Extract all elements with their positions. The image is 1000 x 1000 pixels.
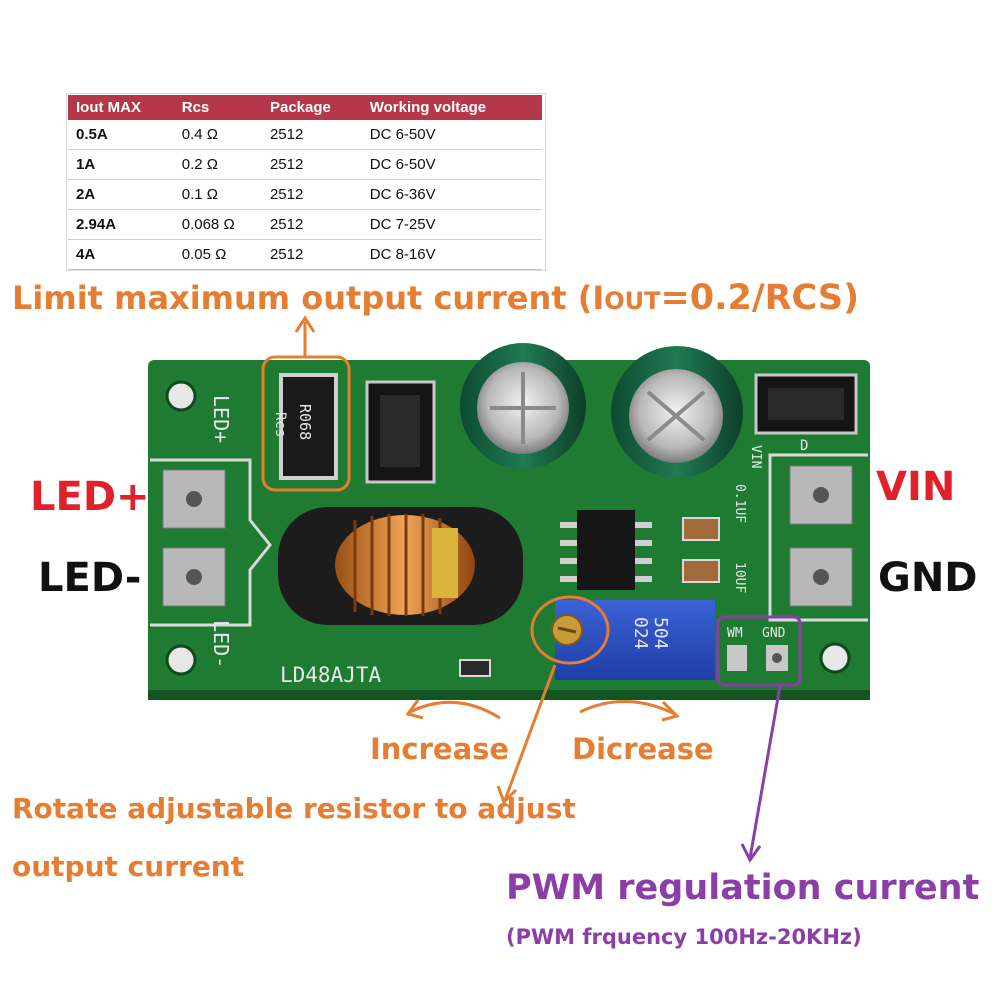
decrease-arrow-head <box>661 700 680 722</box>
gnd-pad-hole <box>813 569 829 585</box>
led-minus-pad-hole <box>186 569 202 585</box>
mounting-hole <box>819 642 851 674</box>
diode-right-band <box>768 388 844 420</box>
led-minus-label: LED- <box>38 555 142 601</box>
header-working-voltage: Working voltage <box>361 95 542 120</box>
rotate-resistor-line2: output current <box>12 850 245 883</box>
spec-table-header-row: Iout MAX Rcs Package Working voltage <box>68 95 542 120</box>
silk-diode: D <box>800 438 808 454</box>
decrease-arrow <box>579 700 676 716</box>
pcb-board-edge <box>148 690 870 700</box>
pwm-callout-box <box>716 615 802 687</box>
limit-current-suffix: =0.2/RCS) <box>660 278 860 318</box>
gnd-label: GND <box>878 555 978 601</box>
cell-voltage: DC 6-36V <box>361 179 542 210</box>
spec-table: Iout MAX Rcs Package Working voltage 0.5… <box>68 95 542 270</box>
rcs-resistor-body <box>279 373 338 480</box>
table-row: 2.94A 0.068 Ω 2512 DC 7-25V <box>68 209 542 240</box>
cell-voltage: DC 6-50V <box>361 149 542 180</box>
ic-pins <box>560 522 652 582</box>
pot-marking-2: 024 <box>630 617 651 650</box>
ic-chip <box>577 510 635 590</box>
silk-pwm: WM <box>727 626 743 641</box>
cell-iout: 1A <box>68 149 174 180</box>
inductor-coils <box>353 514 442 616</box>
cell-iout: 2.94A <box>68 209 174 240</box>
pot-arrow <box>503 664 557 801</box>
header-package: Package <box>261 95 362 120</box>
smd-capacitor <box>682 517 720 541</box>
inductor-tape <box>432 528 458 598</box>
smd-led <box>459 659 491 677</box>
silk-rcs: Rcs <box>272 412 288 437</box>
cell-package: 2512 <box>261 239 362 270</box>
silk-outline-right <box>768 453 868 622</box>
pot-callout-circle <box>530 595 610 665</box>
cell-voltage: DC 8-16V <box>361 239 542 270</box>
silk-led-plus: LED+ <box>209 395 233 443</box>
limit-current-prefix: Limit maximum output current (I <box>12 279 605 317</box>
cell-iout: 4A <box>68 239 174 270</box>
silk-vin: VIN <box>748 445 763 468</box>
cell-rcs: 0.4 Ω <box>173 120 262 150</box>
cell-package: 2512 <box>261 179 362 210</box>
potentiometer-body <box>555 600 715 680</box>
pwm-title: PWM regulation current <box>506 868 980 908</box>
gnd-header-hole <box>772 653 782 663</box>
table-row: 2A 0.1 Ω 2512 DC 6-36V <box>68 179 542 210</box>
silk-gnd: GND <box>762 626 786 641</box>
vin-pad-hole <box>813 487 829 503</box>
silk-led-minus: LED- <box>209 620 233 668</box>
table-row: 1A 0.2 Ω 2512 DC 6-50V <box>68 149 542 180</box>
limit-current-callout: Limit maximum output current (IOUT=0.2/R… <box>12 278 859 318</box>
vin-label: VIN <box>876 464 956 510</box>
silk-cap-1: 0.1UF <box>732 484 747 523</box>
spec-table-frame <box>66 93 546 271</box>
table-row: 0.5A 0.4 Ω 2512 DC 6-50V <box>68 120 542 150</box>
cell-rcs: 0.05 Ω <box>173 239 262 270</box>
pwm-arrow-head <box>740 843 762 863</box>
table-row: 4A 0.05 Ω 2512 DC 8-16V <box>68 239 542 270</box>
increase-label: Increase <box>370 732 510 766</box>
potentiometer-slot <box>557 626 577 634</box>
pwm-pad <box>727 645 747 671</box>
header-iout-max: Iout MAX <box>68 95 174 120</box>
smd-capacitor <box>682 559 720 583</box>
pwm-arrow <box>748 685 782 859</box>
cell-package: 2512 <box>261 149 362 180</box>
cell-iout: 2A <box>68 179 174 210</box>
led-plus-pad-hole <box>186 491 202 507</box>
capacitor-vent <box>646 390 706 442</box>
gnd-pad <box>789 547 853 607</box>
limit-current-subscript: OUT <box>604 287 661 315</box>
cell-rcs: 0.068 Ω <box>173 209 262 240</box>
cell-package: 2512 <box>261 120 362 150</box>
silk-cap-2: 10UF <box>732 562 747 593</box>
decrease-label: Dicrease <box>572 732 714 766</box>
cell-voltage: DC 6-50V <box>361 120 542 150</box>
diode-left-tab <box>380 395 420 467</box>
mounting-hole <box>165 644 197 676</box>
mounting-hole <box>165 380 197 412</box>
silk-model: LD48AJTA <box>280 663 382 687</box>
header-rcs: Rcs <box>173 95 262 120</box>
cell-voltage: DC 7-25V <box>361 209 542 240</box>
increase-arrow <box>409 700 501 720</box>
rcs-resistor-marking: R068 <box>296 404 314 440</box>
pot-arrow-head <box>496 785 518 805</box>
pwm-frequency: (PWM frquency 100Hz-20KHz) <box>506 925 862 949</box>
cell-rcs: 0.1 Ω <box>173 179 262 210</box>
pot-marking-1: 504 <box>650 617 671 650</box>
led-plus-label: LED+ <box>30 474 150 520</box>
rcs-arrow-head <box>294 315 316 333</box>
cell-package: 2512 <box>261 209 362 240</box>
silk-outline-left <box>150 458 272 627</box>
capacitor-vent <box>490 372 556 444</box>
cell-rcs: 0.2 Ω <box>173 149 262 180</box>
increase-arrow-head <box>405 699 424 720</box>
rotate-resistor-line1: Rotate adjustable resistor to adjust <box>12 792 576 825</box>
cell-iout: 0.5A <box>68 120 174 150</box>
